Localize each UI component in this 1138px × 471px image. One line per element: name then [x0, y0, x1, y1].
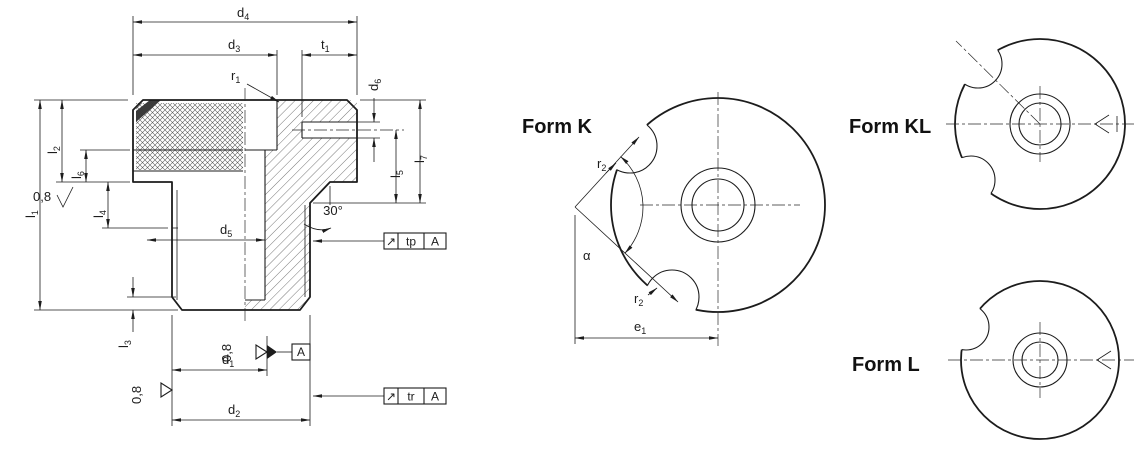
- dim-label-d1: d1: [222, 352, 234, 369]
- form-l-hub-bore: [1021, 341, 1059, 379]
- dimension-lines: [38, 20, 422, 422]
- form-k-hub-bore: [691, 178, 745, 232]
- dim-label-d3: d3: [228, 37, 240, 54]
- angle-annotation: 30°: [303, 186, 343, 234]
- view-direction-arrow-icon: [1094, 114, 1118, 134]
- tolerance-flag-tr: ↗ tr A: [312, 387, 447, 405]
- dim-label-r2-lower: r2: [634, 291, 643, 308]
- dim-label-l6: l6: [69, 171, 86, 179]
- dim-label-l4: l4: [91, 210, 108, 218]
- thread-lines: [172, 190, 306, 300]
- roughness-value: 0,8: [33, 189, 51, 204]
- datum-letter: A: [297, 345, 305, 359]
- flag-code: tr: [407, 390, 414, 404]
- runout-arrow-icon: ↗: [386, 235, 396, 249]
- form-kl-title: Form KL: [849, 116, 931, 138]
- flag-datum: A: [431, 390, 439, 404]
- knurl-pattern: [136, 100, 243, 170]
- roughness-mark-1: 0,8: [33, 186, 74, 208]
- dim-label-r1: r1: [231, 68, 240, 85]
- dim-label-alpha: α: [583, 248, 591, 263]
- datum-triangle-icon: [267, 345, 277, 359]
- view-direction-arrow-icon: [1096, 350, 1120, 370]
- dim-label-r2-upper: r2: [597, 156, 606, 173]
- roughness-mark-2: 0,8: [219, 343, 269, 362]
- dim-label-d6: d6: [366, 79, 383, 91]
- roughness-value: 0,8: [129, 386, 144, 404]
- dim-label-e1: e1: [634, 319, 646, 336]
- runout-arrow-icon: ↗: [386, 390, 396, 404]
- roughness-check-icon: [160, 381, 174, 399]
- dim-label-t1: t1: [321, 37, 330, 54]
- tolerance-flag-tp: ↗ tp A: [312, 232, 447, 250]
- roughness-check-icon: [56, 186, 74, 208]
- dim-label-d4: d4: [237, 5, 249, 22]
- form-kl-hub-bore: [1018, 102, 1062, 146]
- dim-label-l3: l3: [116, 340, 133, 348]
- dim-label-l7: l7: [412, 155, 429, 163]
- dim-label-l5: l5: [388, 170, 405, 178]
- internal-edges: [133, 100, 357, 301]
- datum-symbol-a: A: [267, 343, 311, 361]
- dim-label-l2: l2: [45, 146, 62, 154]
- form-k-dimension-geometry: [574, 136, 719, 340]
- form-l-title: Form L: [852, 354, 920, 376]
- form-kl-view: Form KL: [849, 38, 1134, 210]
- form-l-view: Form L: [852, 280, 1134, 440]
- part-outline: [132, 99, 358, 311]
- form-kl-hub-outer: [1009, 93, 1071, 155]
- form-k-hub-outer: [680, 167, 756, 243]
- form-l-hub-outer: [1012, 332, 1068, 388]
- roughness-mark-3: 0,8: [129, 381, 174, 404]
- main-section-view: 30° d4 d3 t1 r1 d6 l7 l5 l1 l2 l6 l4 l3 …: [23, 5, 576, 426]
- flag-code: tp: [406, 235, 416, 249]
- dim-label-d5: d5: [220, 222, 232, 239]
- dim-label-d2: d2: [228, 402, 240, 419]
- dim-label-l1: l1: [23, 210, 40, 218]
- roughness-value: 0,8: [219, 344, 234, 362]
- form-k-view: Form K r2 r2 α e1: [522, 92, 826, 346]
- roughness-check-icon: [255, 343, 269, 361]
- flag-datum: A: [431, 235, 439, 249]
- angle-30-label: 30°: [323, 203, 343, 218]
- form-k-title: Form K: [522, 116, 593, 138]
